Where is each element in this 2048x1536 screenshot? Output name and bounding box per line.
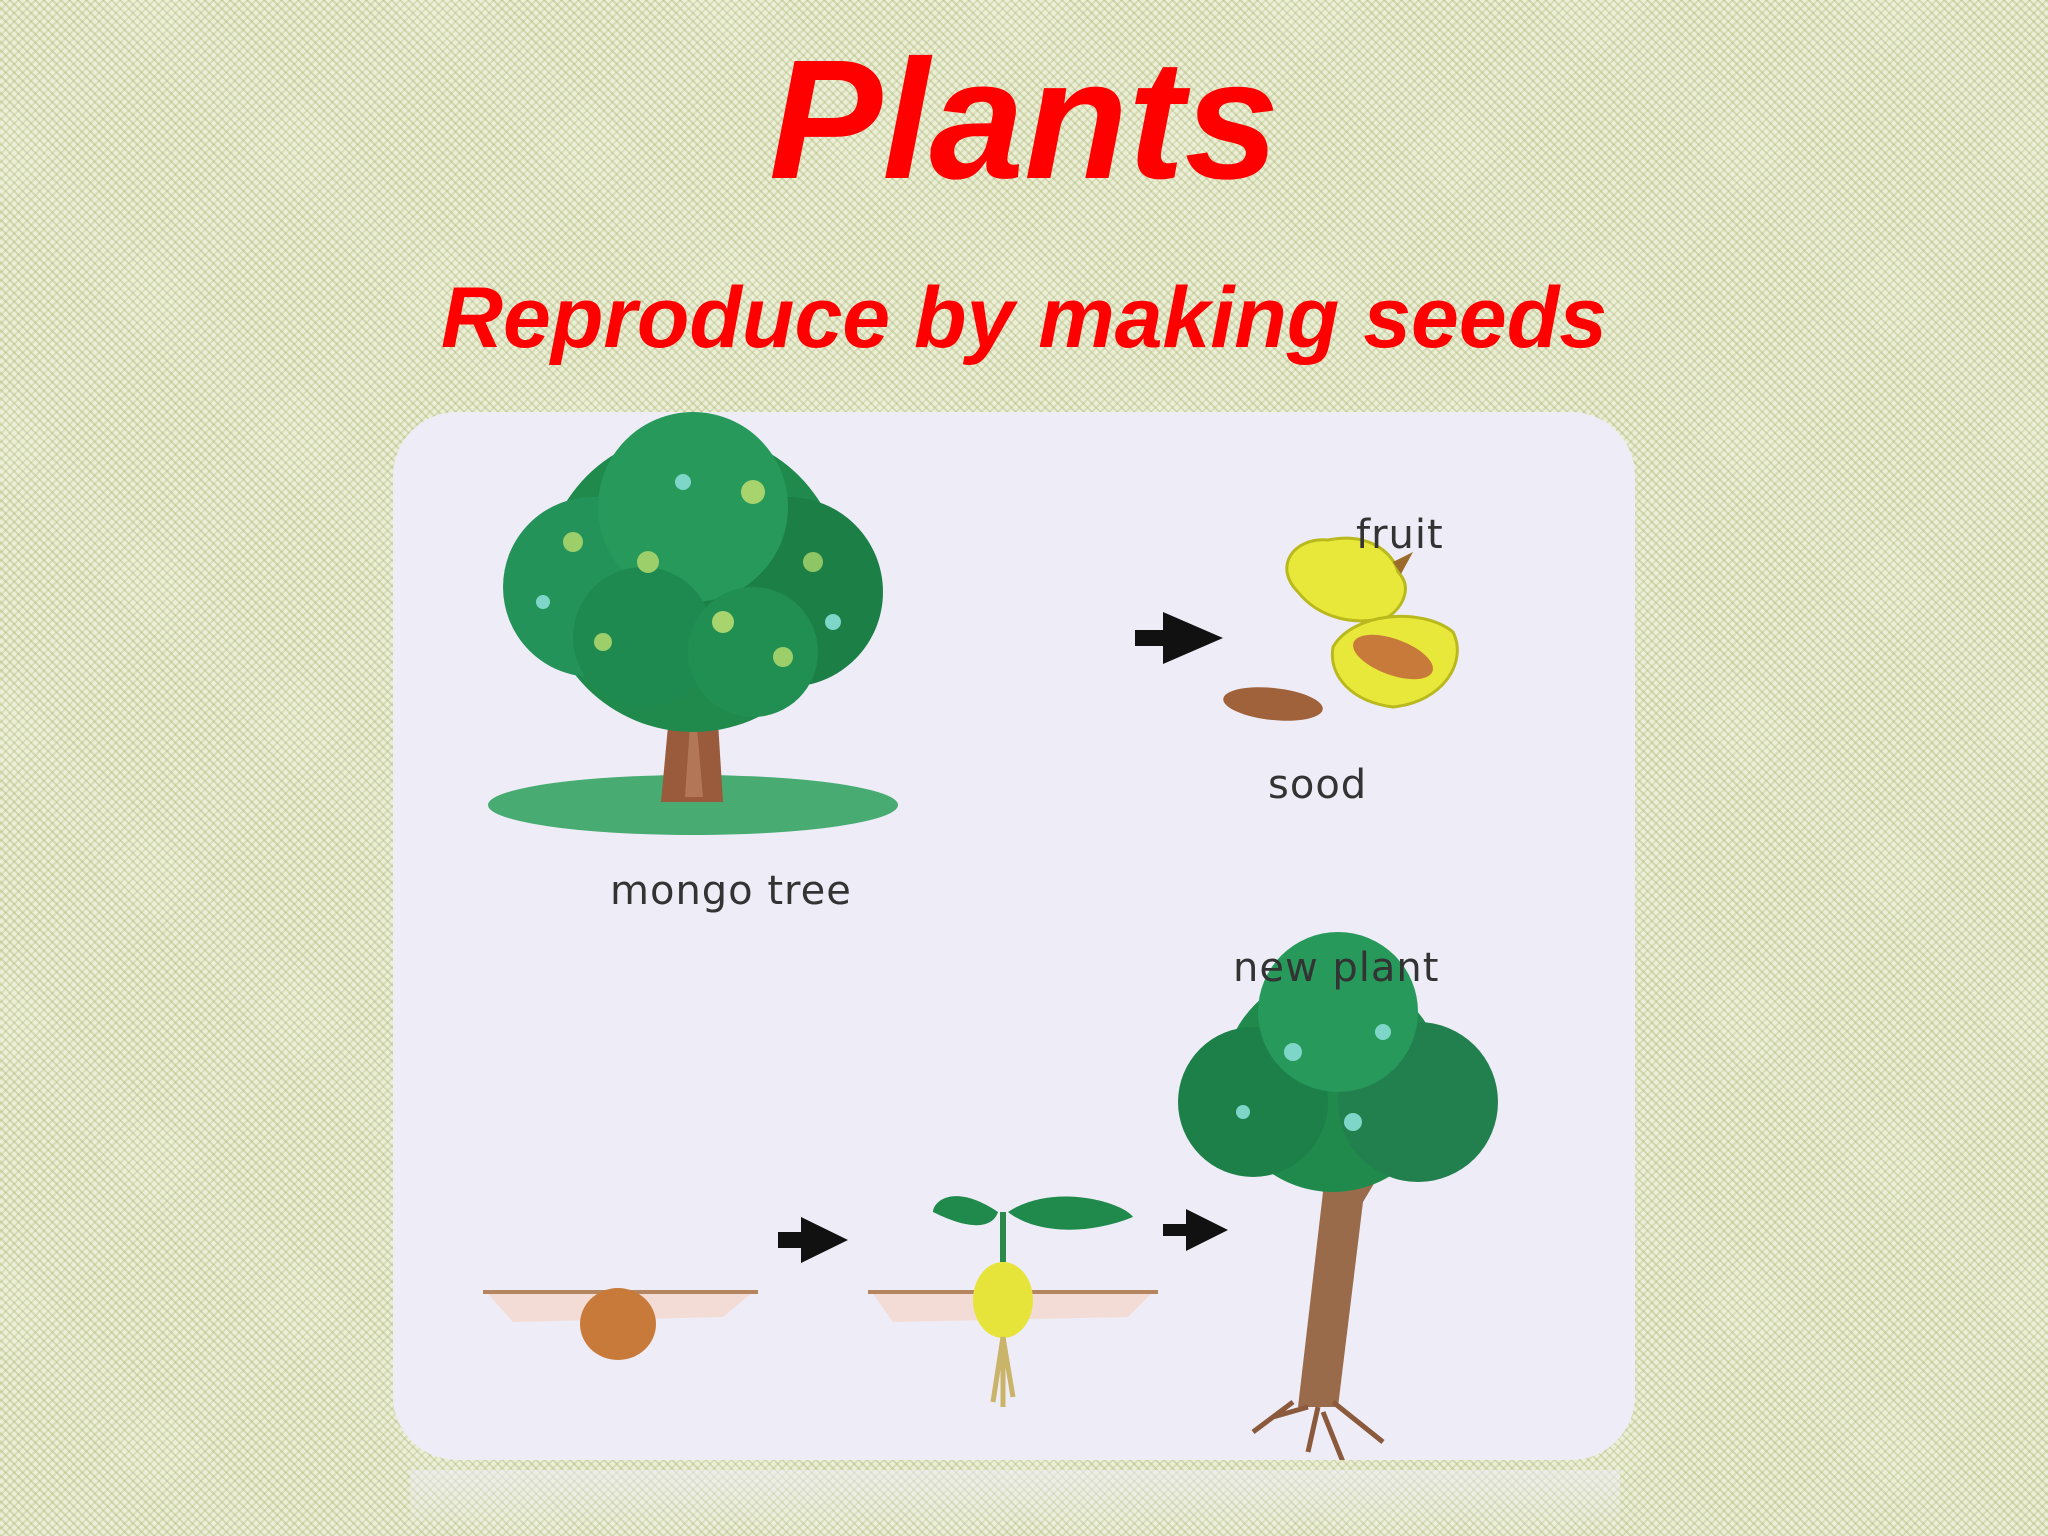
label-new-plant: new plant	[1233, 945, 1440, 991]
slide-subtitle: Reproduce by making seeds	[440, 270, 1608, 366]
label-fruit: fruit	[1356, 512, 1444, 558]
sprout-drawing	[868, 1196, 1158, 1407]
mango-fruit-drawing	[1285, 536, 1459, 709]
arrow-right-icon	[778, 1217, 848, 1263]
seed-lifecycle-illustration: mongo tree fruit sood new plant	[393, 412, 1635, 1460]
arrow-right-icon	[1163, 1209, 1228, 1251]
arrow-right-icon	[1135, 612, 1223, 664]
figure-reflection	[410, 1470, 1620, 1536]
seed-in-soil-drawing	[483, 1288, 758, 1360]
label-seed: sood	[1268, 762, 1368, 808]
mango-tree-drawing	[488, 412, 898, 835]
new-plant-drawing	[1178, 932, 1498, 1460]
slide-title: Plants	[768, 25, 1280, 215]
label-mango-tree: mongo tree	[610, 868, 852, 914]
seed-drawing	[1223, 687, 1323, 721]
